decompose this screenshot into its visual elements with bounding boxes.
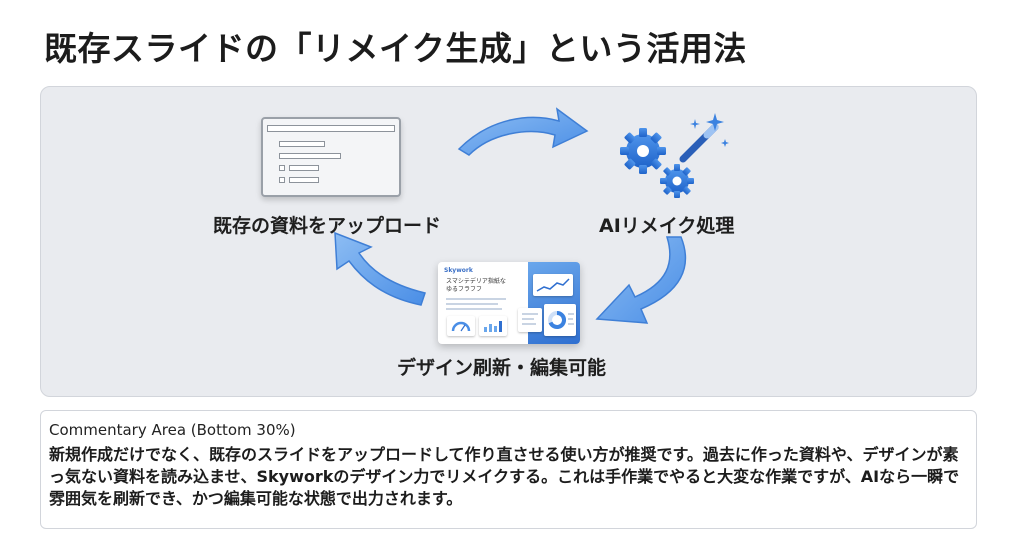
slide-text-line: [446, 298, 506, 300]
document-bullet: [279, 177, 285, 183]
document-header-bar: [267, 125, 395, 132]
slide-gauge-card: [447, 316, 475, 336]
page-title: 既存スライドの「リメイク生成」という活用法: [44, 29, 747, 68]
magic-wand-icon: [679, 113, 729, 163]
step-label-upload: 既存の資料をアップロード: [213, 215, 442, 237]
slide-donut-card: [544, 304, 576, 336]
slide-bar-card: [479, 316, 507, 336]
slide-line-chart-card: [533, 274, 573, 296]
slide-text-line: [446, 303, 498, 305]
line-chart-icon: [536, 278, 570, 292]
document-line: [279, 153, 341, 159]
slide-text-line: [446, 308, 502, 310]
document-line: [279, 141, 325, 147]
gears-magic-wand-icon: [620, 113, 729, 198]
gear-small-icon: [660, 164, 694, 198]
commentary-header: Commentary Area (Bottom 30%): [49, 421, 296, 439]
donut-chart-icon: [548, 310, 567, 329]
step-label-redesign: デザイン刷新・編集可能: [397, 357, 607, 379]
arrow-redesign-to-upload: [334, 231, 426, 306]
commentary-text: 新規作成だけでなく、既存のスライドをアップロードして作り直させる使い方が推奨です…: [49, 445, 960, 508]
arrow-ai-to-redesign: [595, 236, 687, 324]
step-label-ai-remake: AIリメイク処理: [599, 215, 735, 237]
document-line: [289, 177, 319, 183]
gauge-icon: [451, 321, 471, 332]
document-icon: [261, 117, 401, 197]
slide-brand: Skywork: [444, 267, 473, 274]
slide-info-card: [518, 308, 542, 332]
cycle-arrows: [334, 107, 687, 324]
document-bullet: [279, 165, 285, 171]
arrow-upload-to-ai: [457, 107, 589, 156]
diagram-panel: 既存の資料をアップロード: [40, 86, 977, 397]
document-line: [289, 165, 319, 171]
slide-heading: スマシテデリア指紙な ゆるフラフフ: [446, 278, 506, 293]
gear-large-icon: [620, 128, 666, 174]
slide-preview-icon: Skywork スマシテデリア指紙な ゆるフラフフ: [438, 262, 580, 344]
commentary-area: Commentary Area (Bottom 30%) 新規作成だけでなく、既…: [40, 410, 977, 529]
